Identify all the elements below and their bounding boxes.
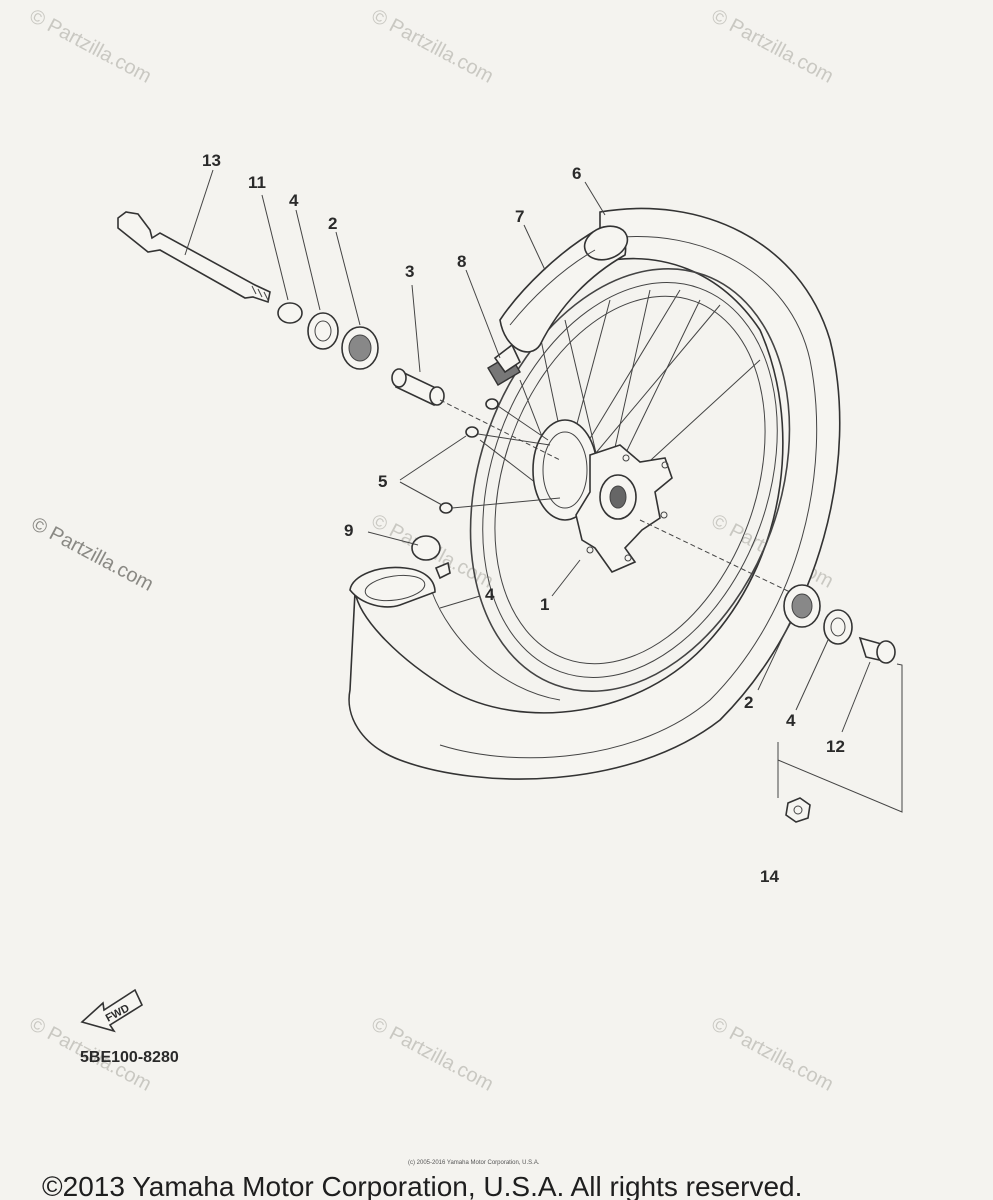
callout-8[interactable]: 7 [515,207,524,226]
hub[interactable] [532,419,673,573]
collar-12[interactable] [858,636,896,664]
axle[interactable] [117,211,271,304]
spoke-nipples[interactable] [439,398,561,514]
oil-seal-left[interactable] [307,312,339,350]
fwd-label: FWD [104,1002,132,1024]
watermark: © Partzilla.com [368,1013,497,1096]
callout-10[interactable]: 9 [344,521,353,540]
valve-cap[interactable] [411,535,451,580]
callout-2[interactable]: 2 [328,214,337,233]
spacer[interactable] [391,368,445,407]
callout-9[interactable]: 8 [457,252,466,271]
callout-13[interactable]: 11 [248,173,266,192]
callout-1[interactable]: 1 [540,595,549,614]
rim-band[interactable] [499,220,632,353]
fwd-arrow: FWD [80,988,144,1033]
bearing-right[interactable] [783,584,821,628]
small-notice: (c) 2005-2016 Yamaha Motor Corporation, … [408,1160,540,1166]
collar-13[interactable] [277,302,303,324]
copyright-text: ©2013 Yamaha Motor Corporation, U.S.A. A… [42,1171,802,1200]
bearing-left[interactable] [341,326,379,370]
callout-7[interactable]: 6 [572,164,581,183]
bracket [777,663,903,813]
callout-4[interactable]: 4 [289,191,299,210]
axis-line [439,399,791,593]
callout-3[interactable]: 3 [405,262,414,281]
callout-14[interactable]: 14 [760,867,779,886]
watermark: © Partzilla.com [28,513,157,596]
callout-5[interactable]: 4 [485,585,495,604]
diagram-code: 5BE100-8280 [80,1049,179,1066]
watermark: © Partzilla.com [368,5,497,88]
nut[interactable] [785,797,811,823]
callout-6[interactable]: 5 [378,472,387,491]
watermark: © Partzilla.com [708,1013,837,1096]
callout-11[interactable]: 13 [202,151,221,170]
rim-lock[interactable] [487,343,522,386]
rim[interactable] [414,224,845,736]
callout-4[interactable]: 4 [786,711,796,730]
watermark: © Partzilla.com [26,5,155,88]
callouts: 13 11 4 2 3 8 7 6 5 9 4 1 2 4 12 14 [202,151,845,886]
callout-2[interactable]: 2 [744,693,753,712]
callout-12[interactable]: 12 [826,737,845,756]
tube[interactable] [349,566,561,701]
oil-seal-right[interactable] [823,609,853,645]
leader-lines [184,169,871,733]
tire[interactable] [348,207,841,780]
watermark: © Partzilla.com [708,5,837,88]
